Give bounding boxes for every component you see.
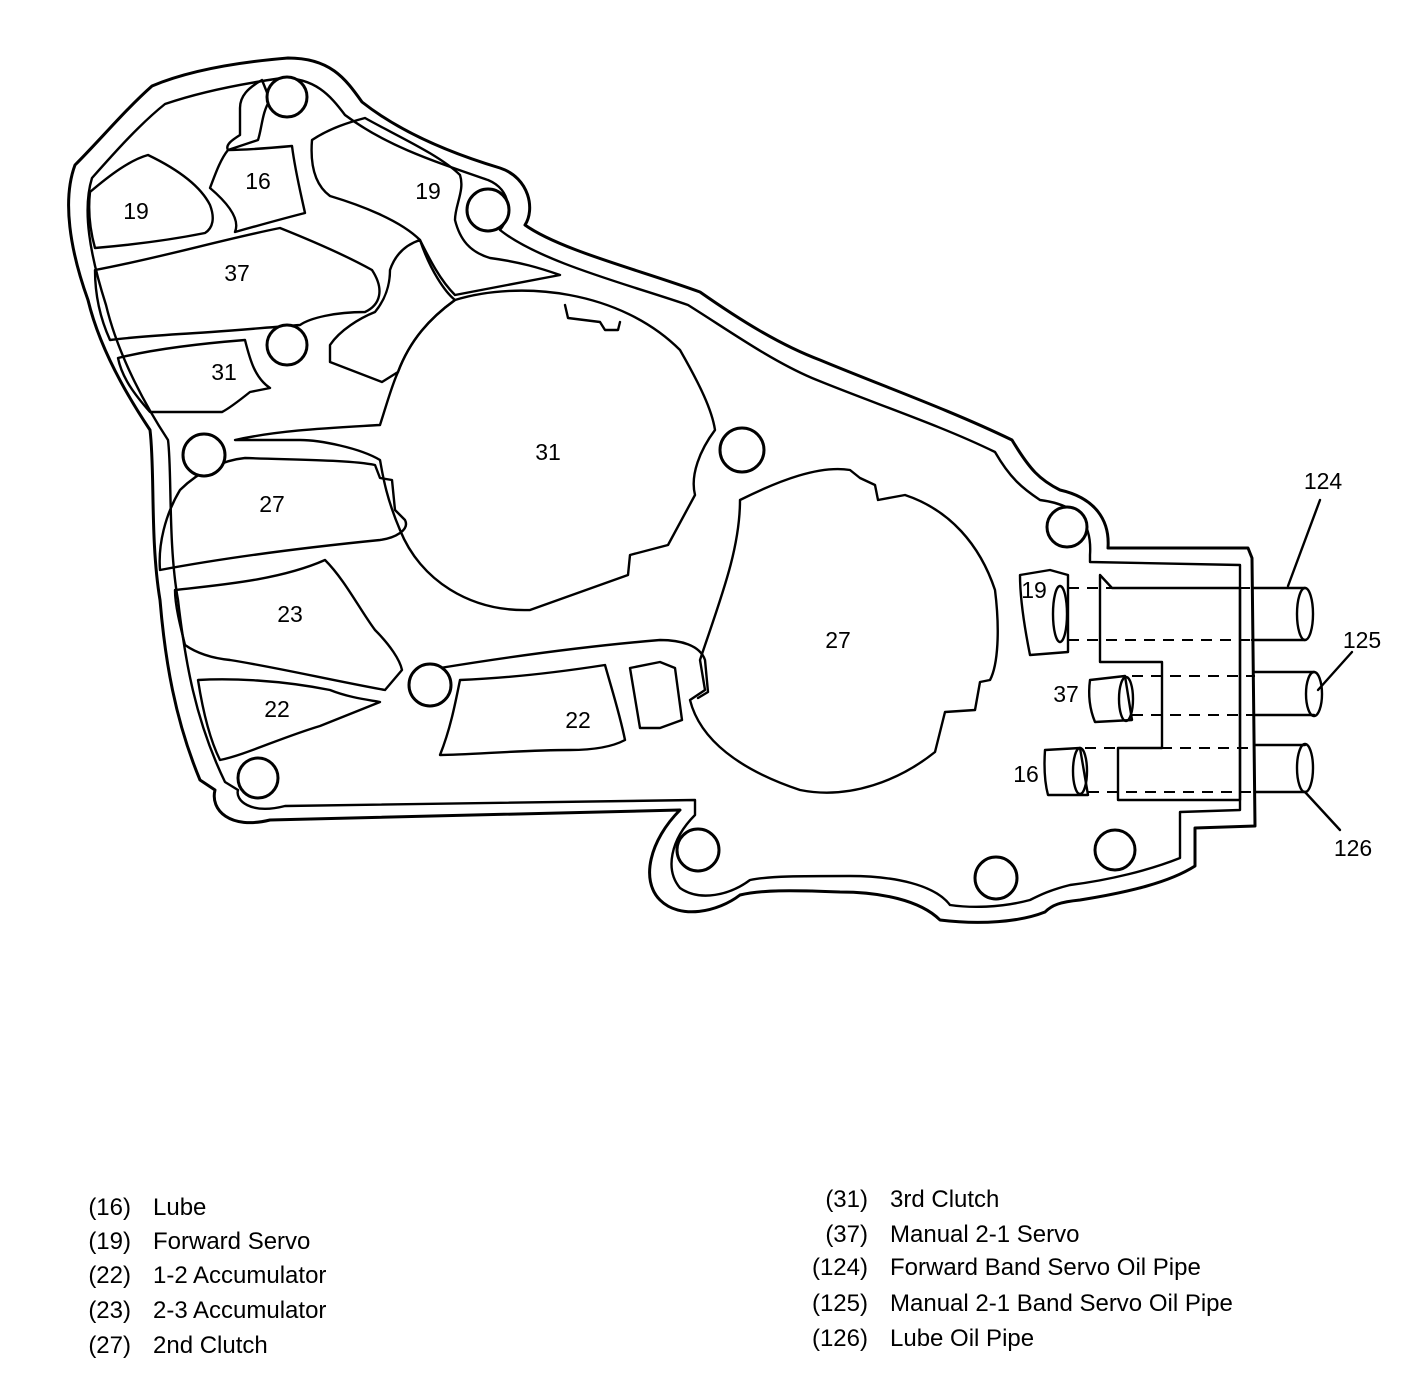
label-125: 125 (1343, 627, 1381, 653)
legend-text: Lube (153, 1194, 207, 1221)
leader-126 (1303, 790, 1342, 832)
legend-item: (22) 1-2 Accumulator (88, 1261, 327, 1291)
tube-16-cylinder (1043, 746, 1090, 797)
legend-code: (31) (825, 1186, 868, 1213)
bolt-hole (265, 75, 309, 119)
pipe-126-end (1295, 742, 1315, 794)
legend-item: (23) 2-3 Accumulator (88, 1296, 327, 1326)
label-22-left: 22 (264, 696, 290, 722)
legend-code: (22) (88, 1262, 131, 1289)
passage-19-top (310, 116, 562, 297)
legend-text: Forward Band Servo Oil Pipe (890, 1254, 1201, 1281)
passage-small-block (628, 660, 684, 730)
passage-22-mid (438, 663, 627, 757)
label-16-top: 16 (245, 168, 271, 194)
label-19-left: 19 (123, 198, 149, 224)
pipe-housing (1098, 573, 1242, 802)
legend-text: Lube Oil Pipe (890, 1325, 1035, 1352)
legend-text: 3rd Clutch (890, 1186, 1000, 1213)
passage-31-small (116, 338, 272, 414)
legend-code: (23) (88, 1297, 131, 1324)
label-124: 124 (1304, 468, 1343, 494)
bolt-hole (181, 432, 227, 478)
legend-item: (37) Manual 2-1 Servo (825, 1220, 1080, 1250)
bolt-hole (675, 827, 721, 873)
tube-37-end (1117, 675, 1135, 723)
label-31-large: 31 (535, 439, 561, 465)
label-27-left: 27 (259, 491, 285, 517)
bolt-hole (973, 855, 1019, 901)
legend-item: (125) Manual 2-1 Band Servo Oil Pipe (812, 1289, 1233, 1319)
label-19-right: 19 (1021, 577, 1047, 603)
label-19-top: 19 (415, 178, 441, 204)
legend-item: (19) Forward Servo (88, 1227, 311, 1257)
bolt-hole (465, 187, 511, 233)
legend-item: (16) Lube (88, 1193, 207, 1223)
passage-27-left (158, 456, 408, 572)
leader-125 (1316, 650, 1354, 692)
passage-16-top (208, 78, 307, 234)
passage-23 (173, 558, 404, 692)
leader-124 (1286, 498, 1322, 588)
legend-text: Forward Servo (153, 1228, 311, 1255)
legend-code: (124) (811, 1254, 868, 1281)
passage-31-notches (563, 303, 622, 332)
label-22-mid: 22 (565, 707, 591, 733)
legend-item: (126) Lube Oil Pipe (812, 1324, 1035, 1354)
passage-upper-strip (328, 238, 457, 384)
legend-code: (126) (811, 1325, 868, 1352)
label-27-large: 27 (825, 627, 851, 653)
legend-code: (19) (88, 1228, 131, 1255)
passage-37 (93, 226, 381, 342)
label-16-right: 16 (1013, 761, 1039, 787)
pipe-125-end (1304, 670, 1324, 718)
tube-16-end (1071, 746, 1089, 796)
gasket-inner-outline (86, 76, 1242, 909)
pipe-124 (1250, 586, 1307, 642)
legend-item: (31) 3rd Clutch (825, 1185, 1000, 1215)
pipe-124-end (1295, 586, 1315, 642)
bolt-hole (1093, 828, 1137, 872)
legend-item: (124) Forward Band Servo Oil Pipe (812, 1253, 1201, 1283)
legend-item: (27) 2nd Clutch (88, 1331, 268, 1361)
label-126: 126 (1334, 835, 1372, 861)
legend-text: Manual 2-1 Band Servo Oil Pipe (890, 1290, 1233, 1317)
legend-text: Manual 2-1 Servo (890, 1221, 1080, 1248)
tube-37-cylinder (1088, 674, 1134, 724)
pipe-125 (1253, 670, 1316, 717)
legend-code: (27) (88, 1332, 131, 1359)
bolt-hole (1045, 505, 1089, 549)
bolt-hole (407, 662, 453, 708)
label-31-small: 31 (211, 359, 237, 385)
bolt-hole (236, 756, 280, 800)
passage-27-large (688, 467, 999, 794)
legend-code: (16) (88, 1194, 131, 1221)
label-37-right: 37 (1053, 681, 1079, 707)
passage-19-left (88, 153, 214, 250)
label-23: 23 (277, 601, 303, 627)
passage-22-left (196, 678, 382, 762)
legend-text: 1-2 Accumulator (153, 1262, 327, 1289)
bolt-hole (718, 426, 766, 474)
legend-text: 2nd Clutch (153, 1332, 268, 1359)
legend-code: (37) (825, 1221, 868, 1248)
gasket-outer-outline (67, 56, 1257, 924)
legend-code: (125) (811, 1290, 868, 1317)
pipe-126 (1253, 743, 1307, 794)
passage-31-large (233, 289, 717, 612)
valve-body-gasket-diagram: 16 19 19 37 31 31 27 23 22 22 27 19 37 1… (67, 56, 1381, 924)
tube-19-end (1051, 584, 1069, 644)
label-37: 37 (224, 260, 250, 286)
passage-lower-band (438, 638, 710, 700)
legend-text: 2-3 Accumulator (153, 1297, 327, 1324)
hidden-lines (1068, 587, 1255, 793)
bolt-hole (265, 323, 309, 367)
